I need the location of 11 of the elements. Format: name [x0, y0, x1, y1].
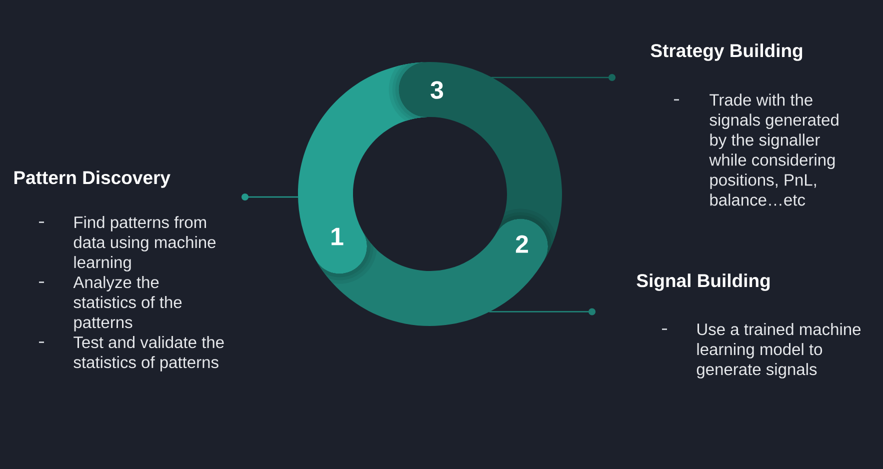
- bullet-text: Analyze the statistics of the patterns: [73, 276, 182, 332]
- leader-line: [489, 308, 596, 316]
- heading: Pattern Discovery: [14, 170, 170, 188]
- bullet-text: Trade with the signals generated by the signaller while considering positions, PnL, balance…etc: [709, 94, 838, 206]
- bullet-text: Use a trained machine learning model to generate signals: [696, 323, 861, 378]
- heading: Signal Building: [636, 274, 770, 291]
- bullet-text: Test and validate the statistics of patterns: [74, 336, 224, 372]
- leader-line: [242, 194, 299, 200]
- heading: Strategy Building: [650, 44, 802, 61]
- bullet-text: Find patterns from data using machine learning: [74, 216, 216, 272]
- leader-line: [491, 74, 616, 81]
